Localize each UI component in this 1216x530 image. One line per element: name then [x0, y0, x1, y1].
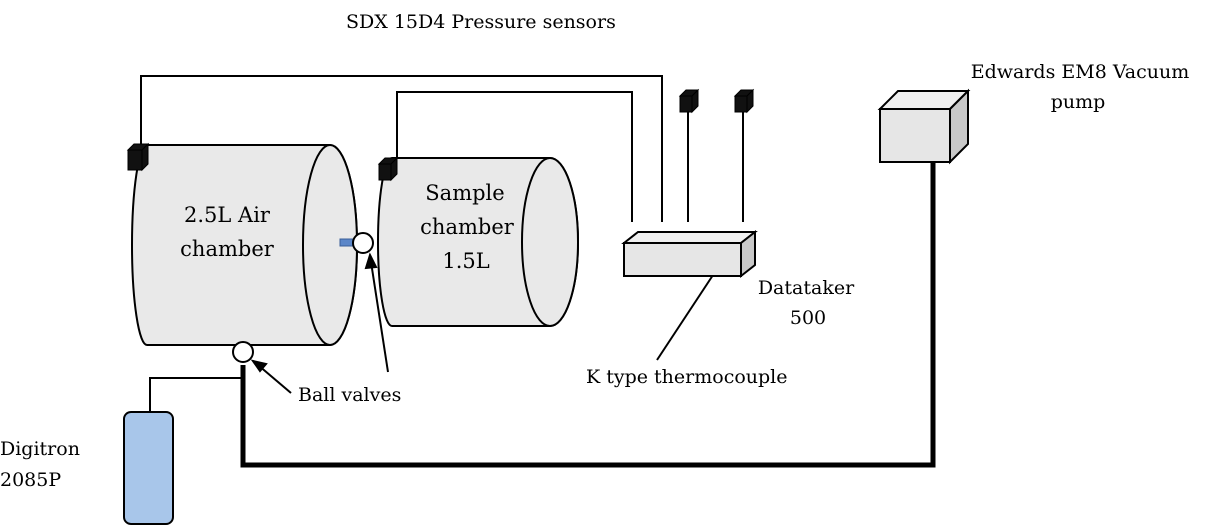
datataker-label-line2: 500 [790, 307, 826, 329]
sample-chamber-sensor-wire [396, 91, 633, 222]
vacuum-pump-label-line2: pump [1051, 91, 1106, 113]
air-chamber: 2.5L Air chamber [131, 144, 358, 346]
datataker-top [621, 231, 758, 244]
vacuum-line-pipe [240, 162, 936, 468]
sensor-wires [140, 75, 744, 412]
sample-chamber-end [521, 157, 579, 327]
sensor-4 [733, 88, 755, 114]
sample-chamber: Sample chamber 1.5L [377, 157, 579, 327]
digitron-body [123, 411, 174, 525]
digitron: Digitron 2085P [0, 411, 174, 525]
ball-valves-label: Ball valves [298, 384, 401, 406]
vacuum-pump-label-line1: Edwards EM8 Vacuum [971, 61, 1190, 83]
bottom-ball-valve [232, 341, 254, 363]
thermocouple-leader [656, 271, 716, 361]
pressure-sensors-label: SDX 15D4 Pressure sensors [346, 11, 616, 33]
sample-chamber-label-line3: 1.5L [442, 249, 489, 273]
vacuum-line [240, 162, 936, 468]
pressure-sensors [126, 88, 755, 182]
air-chamber-label-line2: chamber [180, 237, 275, 261]
sensor-3 [678, 88, 700, 114]
datataker-label-line1: Datataker [758, 277, 855, 299]
datataker-front [623, 242, 742, 277]
sample-chamber-sensor [377, 156, 399, 182]
arrow-to-bottom-valve [257, 364, 292, 394]
digitron-line [149, 377, 243, 412]
vacuum-pump [877, 88, 971, 165]
arrow-head-bottom-valve [250, 359, 268, 373]
ball-valves [232, 232, 374, 363]
vacuum-pump-front [879, 108, 951, 163]
sample-chamber-label-line1: Sample [425, 181, 504, 205]
datataker [621, 229, 758, 279]
thermocouple-label: K type thermocouple [586, 366, 788, 388]
air-chamber-sensor [126, 142, 150, 172]
arrow-to-middle-valve [370, 261, 389, 373]
middle-ball-valve [352, 232, 374, 254]
arrow-head-middle-valve [364, 252, 378, 270]
digitron-label-line1: Digitron [0, 438, 80, 460]
middle-valve-stub [339, 238, 355, 247]
ball-valve-arrows [250, 252, 389, 394]
air-chamber-sensor-wire [140, 75, 663, 222]
air-chamber-label-line1: 2.5L Air [184, 203, 271, 227]
digitron-label-line2: 2085P [0, 469, 61, 491]
sample-chamber-label-line2: chamber [420, 215, 515, 239]
